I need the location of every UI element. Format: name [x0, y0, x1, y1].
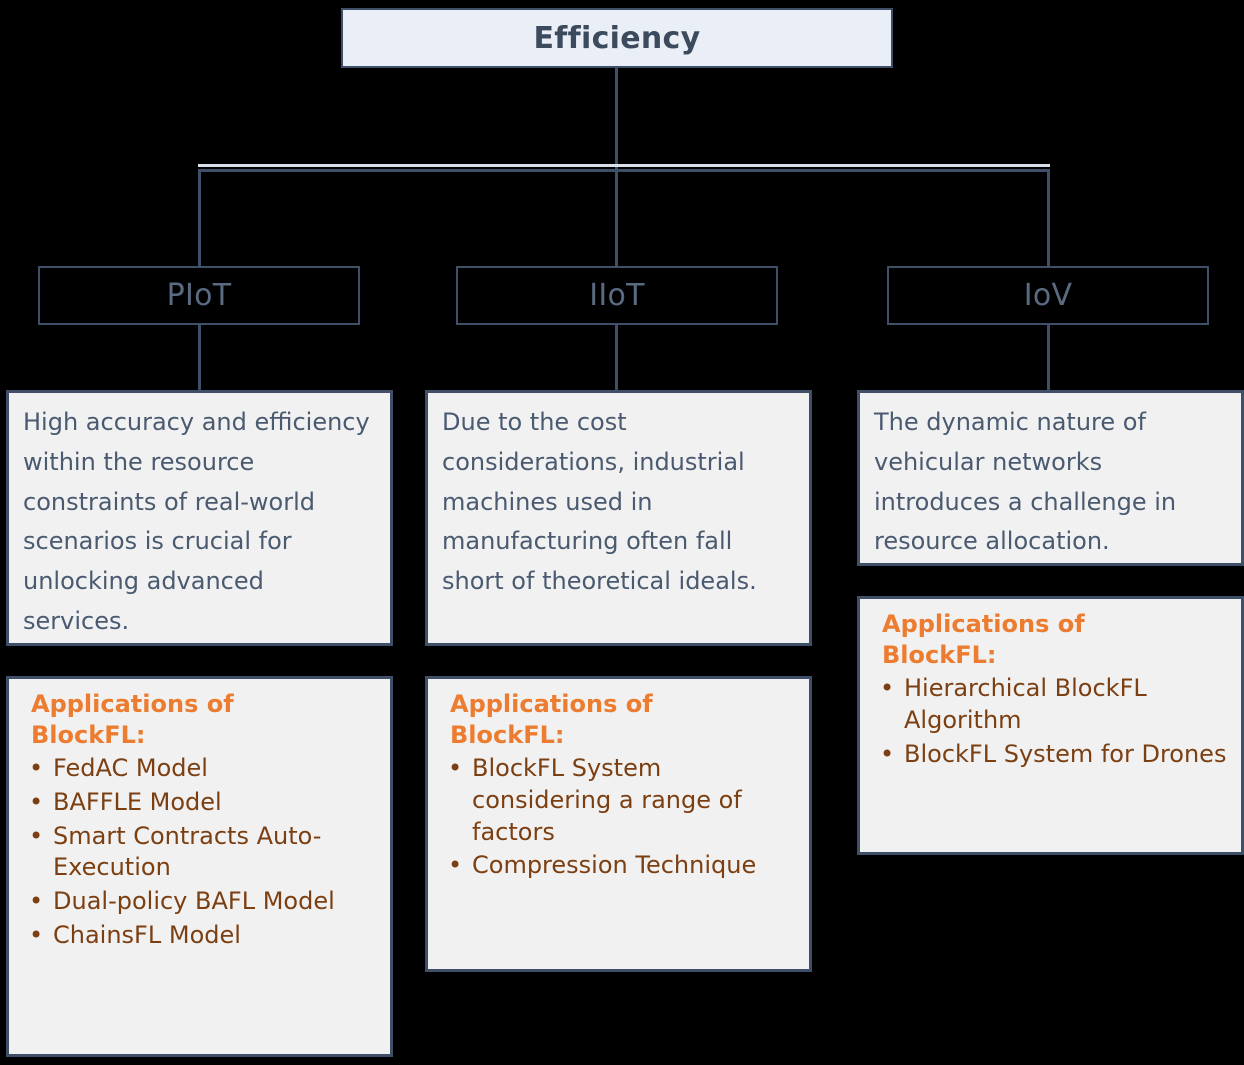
application-item: • FedAC Model: [21, 753, 378, 785]
applications-card-piot: Applications of BlockFL: • FedAC Model • BA…: [6, 676, 393, 1057]
applications-card-iov: Applications of BlockFL: • Hierarchical B…: [857, 596, 1244, 855]
application-item-label: BAFFLE Model: [53, 788, 222, 817]
bullet-icon: •: [448, 754, 463, 783]
application-item: • ChainsFL Model: [21, 920, 378, 952]
application-item-label: Hierarchical BlockFL Algorithm: [904, 674, 1147, 735]
connector-drop-iov: [1047, 169, 1050, 266]
application-item-label: BlockFL System considering a range of fa…: [472, 754, 742, 846]
connector-iov-to-description: [1047, 325, 1050, 391]
applications-body: Applications of BlockFL: • Hierarchical B…: [860, 599, 1241, 782]
bullet-icon: •: [29, 754, 44, 783]
category-node-iiot[interactable]: IIoT: [456, 266, 778, 325]
category-node-iov[interactable]: IoV: [887, 266, 1209, 325]
bullet-icon: •: [29, 887, 44, 916]
application-item: • Compression Technique: [440, 850, 797, 882]
connector-drop-piot: [198, 169, 201, 266]
description-card-iiot: Due to the cost considerations, industri…: [425, 390, 812, 646]
description-card-iov: The dynamic nature of vehicular networks…: [857, 390, 1244, 566]
description-text: The dynamic nature of vehicular networks…: [874, 408, 1177, 556]
application-item-label: ChainsFL Model: [53, 920, 241, 949]
connector-root-stem: [615, 68, 618, 170]
application-item: • Dual-policy BAFL Model: [21, 886, 378, 918]
application-item: • BlockFL System for Drones: [872, 739, 1229, 771]
application-item: • Smart Contracts Auto-Execution: [21, 821, 378, 884]
connector-piot-to-description: [198, 325, 201, 391]
application-item-label: BlockFL System for Drones: [904, 739, 1227, 768]
applications-body: Applications of BlockFL: • BlockFL System…: [428, 679, 809, 894]
connector-horizontal-bus: [198, 169, 1050, 172]
bullet-icon: •: [29, 821, 44, 850]
category-node-label: PIoT: [166, 278, 232, 313]
category-node-label: IoV: [1023, 278, 1073, 313]
applications-heading: Applications of BlockFL:: [882, 610, 1085, 670]
application-item-label: Compression Technique: [472, 851, 757, 880]
applications-list: • BlockFL System considering a range of f…: [440, 753, 797, 882]
application-item: • Hierarchical BlockFL Algorithm: [872, 673, 1229, 736]
bullet-icon: •: [29, 788, 44, 817]
applications-body: Applications of BlockFL: • FedAC Model • BA…: [9, 679, 390, 963]
bullet-icon: •: [448, 851, 463, 880]
description-card-piot: High accuracy and efficiency within the …: [6, 390, 393, 646]
root-node-label: Efficiency: [533, 20, 701, 56]
application-item: • BlockFL System considering a range of f…: [440, 753, 797, 848]
bullet-icon: •: [29, 920, 44, 949]
applications-heading: Applications of BlockFL:: [31, 690, 234, 750]
connector-horizontal-highlight: [198, 164, 1050, 167]
bullet-icon: •: [880, 739, 895, 768]
applications-heading: Applications of BlockFL:: [450, 690, 653, 750]
applications-card-iiot: Applications of BlockFL: • BlockFL System…: [425, 676, 812, 972]
connector-drop-iiot: [615, 169, 618, 266]
applications-list: • FedAC Model • BAFFLE Model • Smart Contract…: [21, 753, 378, 951]
application-item-label: Smart Contracts Auto-Execution: [53, 821, 322, 882]
application-item-label: Dual-policy BAFL Model: [53, 887, 335, 916]
root-node-efficiency[interactable]: Efficiency: [341, 8, 893, 68]
application-item-label: FedAC Model: [53, 754, 208, 783]
applications-list: • Hierarchical BlockFL Algorithm • BlockFL …: [872, 673, 1229, 770]
description-text: High accuracy and efficiency within the …: [23, 408, 370, 636]
category-node-piot[interactable]: PIoT: [38, 266, 360, 325]
bullet-icon: •: [880, 674, 895, 703]
application-item: • BAFFLE Model: [21, 787, 378, 819]
description-text: Due to the cost considerations, industri…: [442, 408, 757, 596]
connector-iiot-to-description: [615, 325, 618, 391]
category-node-label: IIoT: [589, 278, 645, 313]
